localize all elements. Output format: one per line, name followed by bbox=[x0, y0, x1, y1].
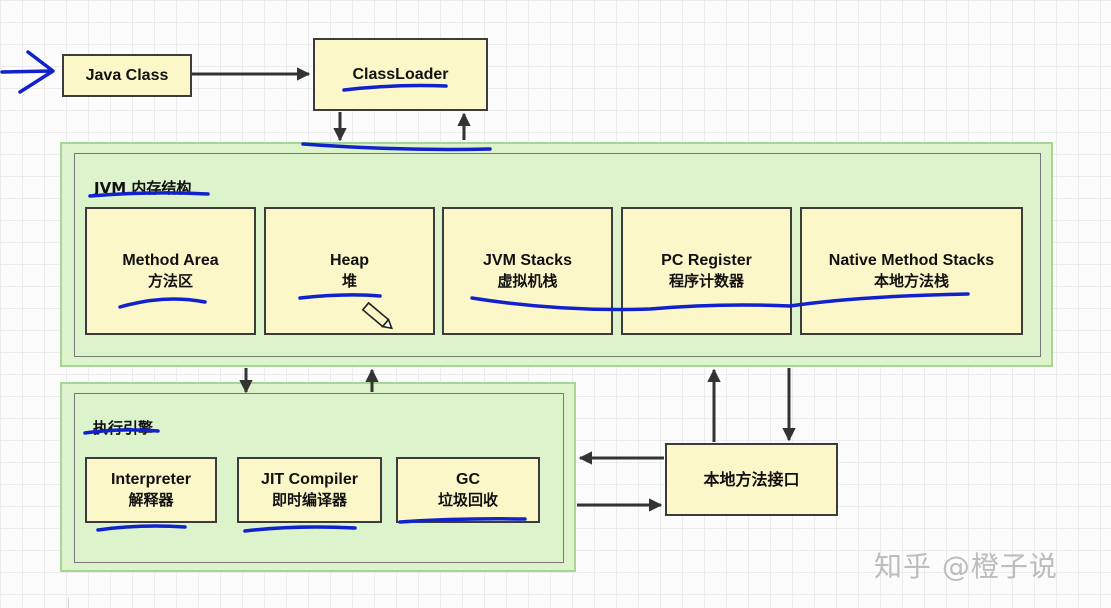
pc-register-label: PC Register bbox=[661, 252, 752, 269]
jvm-stacks-zh-label: 虚拟机栈 bbox=[497, 272, 558, 290]
heap-label: Heap bbox=[329, 252, 370, 269]
jvm-stacks-label: JVM Stacks bbox=[483, 252, 572, 269]
classloader-label: ClassLoader bbox=[352, 66, 449, 83]
pc-register-zh-label: 程序计数器 bbox=[668, 272, 744, 290]
java-class-box: Java Class bbox=[62, 54, 192, 97]
method-area-label: Method Area bbox=[122, 252, 219, 269]
watermark-text: 知乎 @橙子说 bbox=[874, 550, 1058, 583]
jvm-memory-title: JVM 内存结构 bbox=[94, 179, 192, 197]
jit-compiler-box: JIT Compiler 即时编译器 bbox=[237, 457, 382, 523]
classloader-box: ClassLoader bbox=[313, 38, 488, 111]
gc-zh-label: 垃圾回收 bbox=[437, 491, 498, 509]
jvm-memory-inner-frame bbox=[74, 153, 1041, 357]
jit-compiler-label: JIT Compiler bbox=[261, 471, 358, 488]
gc-box: GC 垃圾回收 bbox=[396, 457, 540, 523]
interpreter-label: Interpreter bbox=[110, 471, 192, 488]
method-area-box: Method Area 方法区 bbox=[85, 207, 256, 335]
execution-engine-title: 执行引擎 bbox=[93, 419, 154, 437]
gc-label: GC bbox=[456, 471, 480, 488]
native-method-stacks-box: Native Method Stacks 本地方法栈 bbox=[800, 207, 1023, 335]
java-class-label: Java Class bbox=[85, 67, 169, 84]
heap-zh-label: 堆 bbox=[341, 272, 357, 290]
page-divider bbox=[68, 598, 69, 608]
jvm-stacks-box: JVM Stacks 虚拟机栈 bbox=[442, 207, 613, 335]
native-method-stacks-label: Native Method Stacks bbox=[828, 252, 995, 269]
heap-box: Heap 堆 bbox=[264, 207, 435, 335]
pc-register-box: PC Register 程序计数器 bbox=[621, 207, 792, 335]
native-interface-box: 本地方法接口 bbox=[665, 443, 838, 516]
jit-compiler-zh-label: 即时编译器 bbox=[271, 491, 347, 509]
method-area-zh-label: 方法区 bbox=[147, 272, 193, 290]
execution-engine-inner-frame bbox=[74, 393, 564, 563]
interpreter-box: Interpreter 解释器 bbox=[85, 457, 217, 523]
native-interface-label: 本地方法接口 bbox=[703, 470, 800, 489]
native-method-stacks-zh-label: 本地方法栈 bbox=[873, 272, 949, 290]
interpreter-zh-label: 解释器 bbox=[128, 491, 174, 509]
